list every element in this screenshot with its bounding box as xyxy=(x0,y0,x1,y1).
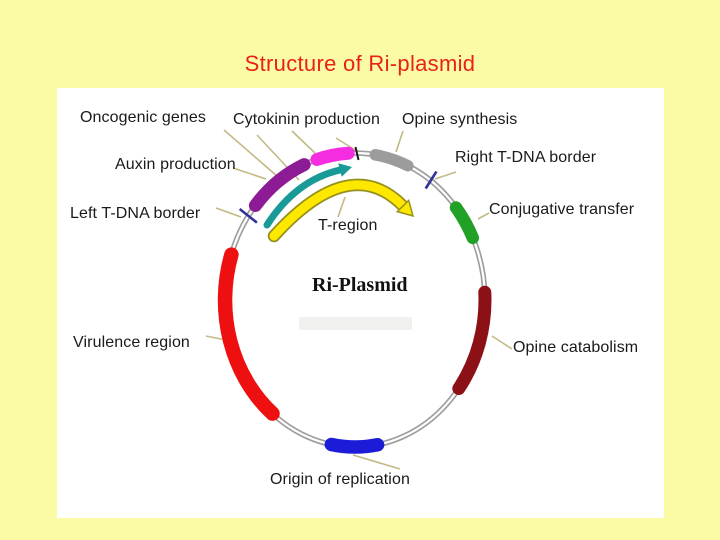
top-marker-tick xyxy=(354,146,360,161)
left-t-dna-border-tick xyxy=(238,207,258,224)
label-t-region: T-region xyxy=(318,217,378,234)
label-virulence-region: Virulence region xyxy=(73,334,190,351)
leader-opine-synthesis xyxy=(395,130,404,153)
label-left-t-dna-border: Left T-DNA border xyxy=(70,205,201,222)
segment-cytokinin-production xyxy=(310,146,355,166)
segment-conjugative-transfer xyxy=(449,201,480,245)
t-region-arrow-band xyxy=(269,180,408,241)
oncogene-arc-arrowhead xyxy=(338,163,352,177)
leader-right-t-dna-border xyxy=(434,171,457,180)
label-conjugative-transfer: Conjugative transfer xyxy=(489,201,635,218)
t-region-arrowhead xyxy=(395,198,415,218)
leader-auxin-production xyxy=(232,167,267,180)
label-auxin-production: Auxin production xyxy=(115,156,236,173)
segment-opine-synthesis xyxy=(369,149,414,172)
label-oncogenic-genes: Oncogenic genes xyxy=(80,109,207,126)
leader-oncogenic-genes xyxy=(223,129,278,177)
ghost-mark xyxy=(299,317,412,330)
leader-left-t-dna-border xyxy=(215,207,242,218)
label-cytokinin-production: Cytokinin production xyxy=(233,111,380,128)
right-t-dna-border-tick xyxy=(424,170,438,190)
segment-auxin-production xyxy=(248,158,311,212)
segment-opine-catabolism xyxy=(452,285,492,395)
plasmid-center-label: Ri-Plasmid xyxy=(312,274,408,296)
oncogene-arc xyxy=(263,166,344,229)
label-right-t-dna-border: Right T-DNA border xyxy=(455,149,597,166)
segment-virulence-region xyxy=(217,247,280,421)
label-origin-of-replication: Origin of replication xyxy=(270,471,410,488)
leader-t-region xyxy=(337,196,346,218)
leader-opine-catabolism xyxy=(491,335,513,350)
leader-cytokinin-production xyxy=(291,130,316,154)
slide-title: Structure of Ri-plasmid xyxy=(244,51,476,76)
leader-conjugative-transfer xyxy=(477,212,490,220)
leader-origin-of-replication xyxy=(352,454,401,470)
label-opine-synthesis: Opine synthesis xyxy=(402,111,518,128)
label-opine-catabolism: Opine catabolism xyxy=(513,339,639,356)
segment-origin-of-replication xyxy=(324,437,385,454)
